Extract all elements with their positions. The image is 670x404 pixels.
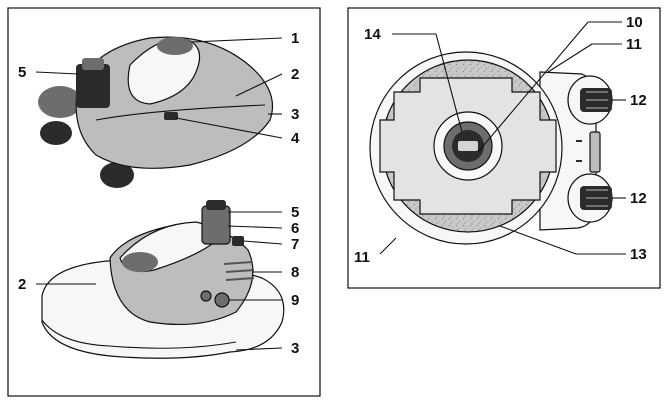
wheel-left-rear: [40, 121, 72, 145]
handle-grip: [157, 37, 193, 55]
switch-small: [201, 291, 211, 301]
tank: [76, 64, 110, 108]
callout-13: 13: [630, 246, 647, 263]
callout-14: 14: [364, 26, 381, 43]
callout-1-top: 1: [291, 30, 299, 47]
callout-5-front: 5: [291, 204, 299, 221]
front-handle-grip: [122, 252, 158, 272]
tank-cap: [82, 58, 104, 70]
wheel-lower: [568, 174, 612, 222]
callout-11-bottom: 11: [354, 249, 370, 266]
callout-8-front: 8: [291, 264, 299, 281]
callout-6-front: 6: [291, 220, 299, 237]
wheel-upper: [568, 76, 612, 124]
underside-view: [370, 52, 612, 244]
callout-10: 10: [626, 14, 643, 31]
front-tank-cap: [206, 200, 226, 210]
front-tank: [202, 206, 230, 244]
switch-large: [215, 293, 229, 307]
side-latch: [232, 236, 244, 246]
callout-11-top: 11: [626, 36, 642, 53]
side-rail: [590, 132, 600, 172]
callout-5-top: 5: [18, 64, 26, 81]
callout-2-front: 2: [18, 276, 26, 293]
callout-2-top: 2: [291, 66, 299, 83]
hood-button: [164, 112, 178, 120]
callout-3-top: 3: [291, 106, 299, 123]
callout-3-front: 3: [291, 340, 299, 357]
hub-release: [458, 141, 478, 151]
callout-9-front: 9: [291, 292, 299, 309]
callout-12-lower: 12: [630, 190, 647, 207]
callout-7-front: 7: [291, 236, 299, 253]
callout-12-upper: 12: [630, 92, 647, 109]
callout-4-top: 4: [291, 130, 300, 147]
brush-drum: [38, 86, 82, 118]
